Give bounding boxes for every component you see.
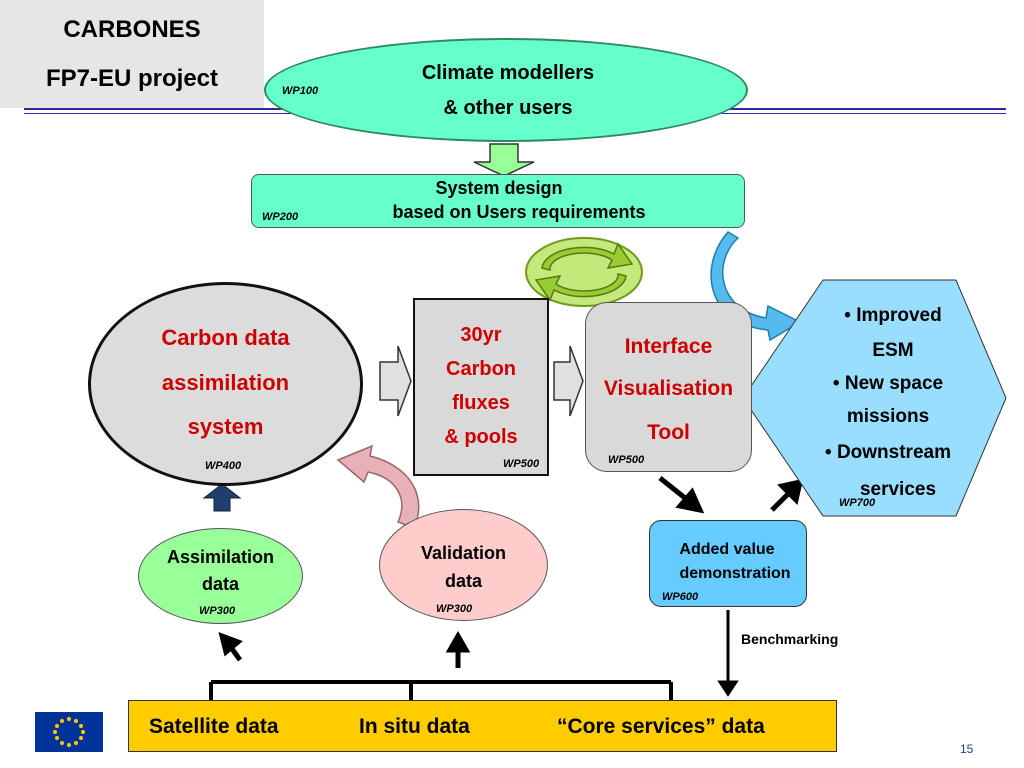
system-design-line-2: based on Users requirements [392, 202, 646, 222]
page-number: 15 [960, 742, 974, 756]
benchmarking-arrow [717, 610, 739, 697]
flux-line-3: fluxes [452, 392, 510, 414]
outcomes-line-6: services [859, 479, 937, 500]
diag-arrow-added-outcomes [770, 478, 804, 512]
data-sources-bar: Satellite data In situ data “Core servic… [128, 700, 837, 752]
wp-label-assim: WP300 [199, 605, 236, 617]
curved-arrow-validation [336, 444, 420, 529]
added-value-node: Added value demonstration WP600 [649, 520, 807, 607]
validation-data-node: Validation data WP300 [379, 509, 548, 621]
users-node: Climate modellers & other users WP100 [264, 38, 748, 142]
benchmarking-label: Benchmarking [741, 631, 839, 647]
data-bracket [209, 680, 673, 700]
outcomes-line-3: • New space [832, 373, 944, 394]
eu-flag-logo [35, 712, 103, 752]
assim-line-2: data [201, 574, 239, 594]
system-design-line-1: System design [435, 178, 563, 198]
wp-label-flux: WP500 [503, 458, 540, 470]
cdas-line-3: system [187, 414, 264, 439]
data-source-core-services: “Core services” data [557, 715, 765, 738]
system-design-box: System design based on Users requirement… [251, 174, 745, 228]
flux-line-1: 30yr [460, 324, 502, 346]
diag-arrow-ivt-added [658, 476, 705, 514]
cdas-line-2: assimilation [161, 370, 290, 395]
assimilation-data-node: Assimilation data WP300 [138, 528, 303, 624]
assim-line-1: Assimilation [166, 547, 275, 567]
users-line-1: Climate modellers [421, 62, 595, 84]
wp-label-users: WP100 [282, 85, 319, 97]
right-arrow-cdas-flux [379, 345, 412, 417]
flux-box: 30yr Carbon fluxes & pools WP500 [413, 298, 549, 476]
wp-label-added: WP600 [662, 591, 699, 603]
ivt-line-3: Tool [647, 421, 690, 444]
ivt-line-1: Interface [624, 335, 713, 358]
eu-stars-icon [53, 717, 85, 747]
data-source-satellite: Satellite data [149, 715, 279, 738]
interface-tool-node: Interface Visualisation Tool WP500 [585, 302, 752, 472]
up-arrow-to-validation-data [445, 630, 471, 668]
users-line-2: & other users [443, 97, 573, 119]
wp-label-ivt: WP500 [608, 454, 645, 466]
wp-label-system-design: WP200 [262, 211, 299, 223]
title-box: CARBONES FP7-EU project [0, 0, 264, 108]
outcomes-line-5: • Downstream [825, 442, 951, 463]
flux-line-2: Carbon [446, 358, 516, 380]
cycle-icon [525, 237, 643, 307]
right-arrow-flux-ivt [553, 345, 584, 417]
outcomes-hexagon [742, 279, 1007, 517]
down-arrow-users [473, 143, 535, 177]
assimilation-system-node: Carbon data assimilation system WP400 [88, 282, 363, 486]
up-arrow-assimilation [202, 483, 242, 512]
outcomes-line-2: ESM [872, 340, 914, 361]
wp-label-cdas: WP400 [205, 460, 242, 472]
wp-label-outcomes: WP700 [839, 497, 876, 509]
cdas-line-1: Carbon data [161, 325, 290, 350]
valid-line-2: data [444, 571, 482, 591]
added-line-1: Added value [679, 541, 775, 558]
wp-label-valid: WP300 [436, 603, 473, 615]
added-line-2: demonstration [679, 565, 791, 582]
title-line-1: CARBONES [63, 16, 201, 43]
ivt-line-2: Visualisation [603, 377, 734, 400]
data-source-insitu: In situ data [359, 715, 470, 738]
valid-line-1: Validation [420, 543, 507, 563]
title-line-2: FP7-EU project [45, 65, 219, 92]
outcomes-line-4: missions [846, 406, 930, 427]
up-arrow-to-assimilation-data [218, 631, 243, 662]
outcomes-line-1: • Improved [844, 305, 942, 326]
flux-line-4: & pools [444, 426, 518, 448]
